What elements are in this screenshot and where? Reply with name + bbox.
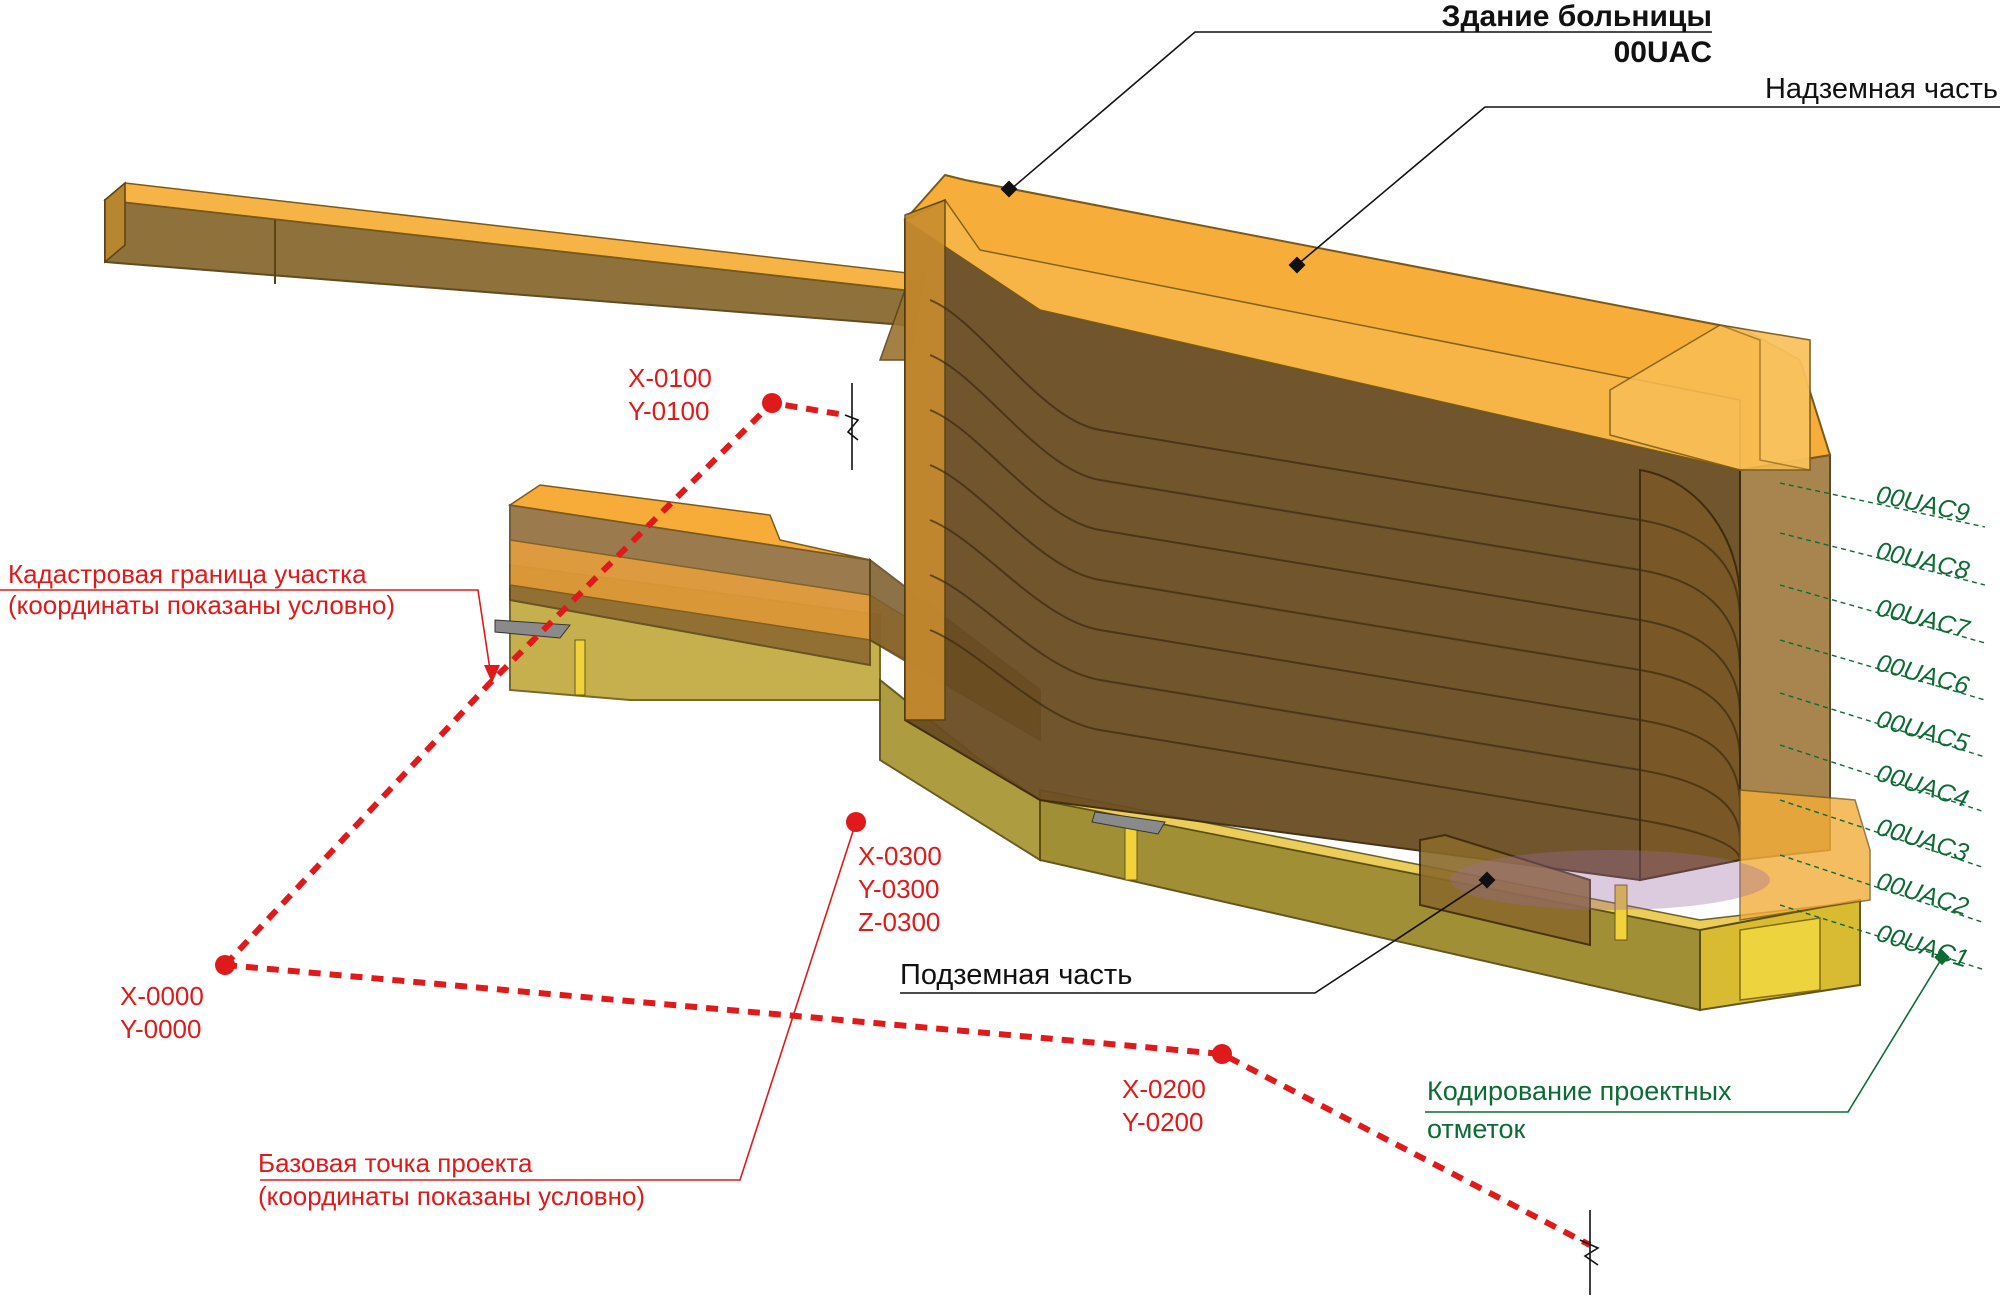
cadastral-label-line2: (координаты показаны условно): [8, 590, 395, 620]
point-x0000-marker: [215, 955, 235, 975]
point-x0200-marker: [1212, 1044, 1232, 1064]
building-title-name: Здание больницы: [1442, 0, 1712, 33]
level-code-3: 00UAC3: [1873, 813, 1972, 867]
levels-title-line2: отметок: [1427, 1114, 1526, 1144]
point-x0200-y: Y-0200: [1122, 1107, 1203, 1137]
level-code-9: 00UAC9: [1874, 480, 1972, 527]
labels: Здание больницы 00UAC Надземная часть По…: [8, 0, 1998, 1211]
break-mark-north: [844, 383, 860, 470]
base-point-label-line2: (координаты показаны условно): [258, 1181, 645, 1211]
levels-title-line1: Кодирование проектных: [1427, 1076, 1732, 1106]
point-x0200-x: X-0200: [1122, 1074, 1206, 1104]
level-code-1: 00UAC1: [1873, 919, 1972, 973]
building-title-code: 00UAC: [1614, 36, 1712, 69]
cadastral-label-line1: Кадастровая граница участка: [8, 559, 367, 589]
point-x0300-x: X-0300: [858, 841, 942, 871]
above-ground-label: Надземная часть: [1765, 73, 1998, 105]
base-point-label-line1: Базовая точка проекта: [258, 1148, 533, 1178]
below-ground-label: Подземная часть: [900, 959, 1132, 991]
level-code-5: 00UAC5: [1873, 705, 1972, 758]
leader-lines: [0, 31, 2000, 1181]
point-x0300-y: Y-0300: [858, 874, 939, 904]
point-x0000-x: X-0000: [120, 981, 204, 1011]
upper-corridor: [103, 181, 927, 361]
point-x0100-marker: [762, 393, 782, 413]
level-code-6: 00UAC6: [1873, 649, 1972, 701]
break-mark-south: [1579, 1210, 1600, 1295]
level-code-2: 00UAC2: [1873, 867, 1972, 921]
point-x0300-z: Z-0300: [858, 907, 940, 937]
point-x0000-y: Y-0000: [120, 1014, 201, 1044]
level-code-7: 00UAC7: [1874, 594, 1974, 644]
underground-volume: [494, 563, 1861, 1012]
point-x0100-y: Y-0100: [628, 396, 709, 426]
level-code-8: 00UAC8: [1874, 537, 1972, 586]
point-x0100-x: X-0100: [628, 363, 712, 393]
level-code-4: 00UAC4: [1873, 759, 1972, 813]
main-tower: [903, 173, 1871, 947]
